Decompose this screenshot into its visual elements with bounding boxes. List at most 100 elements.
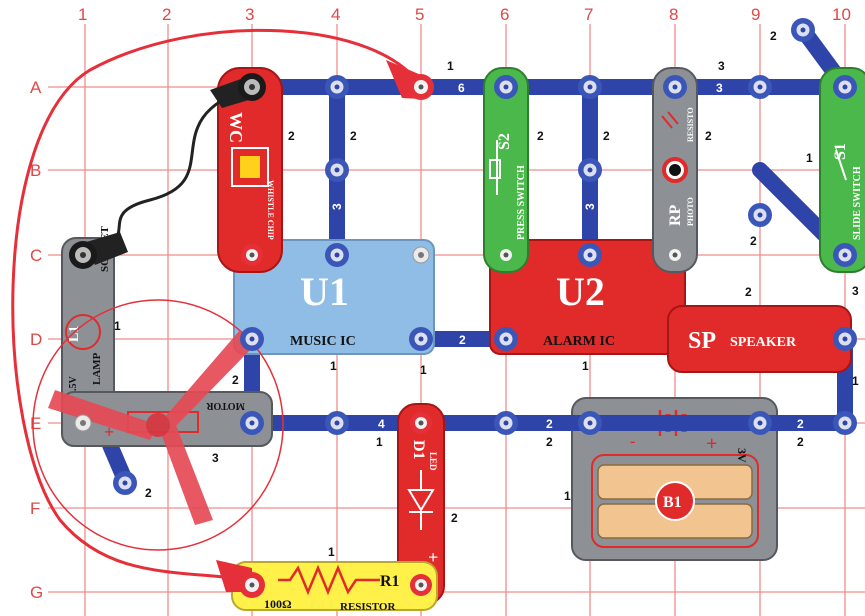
label-col7: 2: [603, 129, 610, 143]
label-e-4: 4: [378, 417, 385, 431]
label-base-c1: 1: [420, 363, 427, 377]
label-rt1: 1: [852, 374, 859, 388]
label-corner: 2: [770, 29, 777, 43]
label-motor3: 3: [212, 451, 219, 465]
label-c2: 2: [750, 234, 757, 248]
terminal-e7: [578, 411, 602, 435]
battery-rating: 3V: [735, 448, 749, 463]
terminal-a3: [238, 73, 266, 101]
u1-code: U1: [300, 269, 349, 314]
terminal-c8: [664, 244, 686, 266]
resistor-value: 100Ω: [264, 597, 292, 611]
terminal-d10: [833, 327, 857, 351]
label-rp: 2: [705, 129, 712, 143]
terminal-e1: [75, 415, 91, 431]
col-label-7: 7: [584, 5, 593, 24]
terminal-e4: [325, 411, 349, 435]
terminal-e9: [748, 411, 772, 435]
terminal-c6: [495, 244, 517, 266]
terminal-d6: [494, 327, 518, 351]
resistor-name: RESISTOR: [340, 601, 396, 613]
label-wc: 2: [288, 129, 295, 143]
u1-name: MUSIC IC: [290, 334, 356, 349]
terminal-b7: [578, 158, 602, 182]
terminal-a5: [408, 74, 434, 100]
led-plus: +: [423, 552, 443, 562]
col-label-2: 2: [162, 5, 171, 24]
label-e-2a: 2: [546, 417, 553, 431]
photoresistor-name-b: RESISTO: [686, 107, 695, 142]
terminal-a6: [494, 75, 518, 99]
terminal-e6: [494, 411, 518, 435]
label-sp: 2: [745, 285, 752, 299]
col-label-8: 8: [669, 5, 678, 24]
col-label-10: 10: [832, 5, 851, 24]
col-label-6: 6: [500, 5, 509, 24]
label-col7b: 3: [583, 203, 597, 210]
terminal-g5: [410, 574, 432, 596]
label-d-1: 1: [114, 319, 121, 333]
battery-code: B1: [663, 494, 682, 511]
label-motor: 2: [232, 373, 239, 387]
row-label-C: C: [30, 246, 42, 265]
label-f-1: 1: [564, 489, 571, 503]
terminal-c4: [325, 243, 349, 267]
label-u2-1: 1: [582, 359, 589, 373]
col-label-5: 5: [415, 5, 424, 24]
col-label-9: 9: [751, 5, 760, 24]
terminal-e10: [833, 411, 857, 435]
label-led: 2: [451, 511, 458, 525]
terminal-d5: [409, 327, 433, 351]
label-a-3b: 3: [716, 81, 723, 95]
col-label-4: 4: [331, 5, 340, 24]
label-base-c2: 2: [145, 486, 152, 500]
resistor-code: R1: [380, 573, 400, 590]
col-label-1: 1: [78, 5, 87, 24]
photoresistor-name-a: PHOTO: [686, 197, 695, 226]
row-label-A: A: [30, 78, 42, 97]
label-base-c8: 1: [330, 359, 337, 373]
terminal-c7: [578, 243, 602, 267]
label-e-1: 1: [376, 435, 383, 449]
battery-minus: -: [630, 433, 635, 450]
whistle-code: WC: [226, 112, 246, 143]
speaker-code: SP: [688, 328, 716, 354]
terminal-g3: [239, 572, 265, 598]
speaker-sp: SP SPEAKER: [668, 306, 851, 372]
label-col4: 2: [350, 129, 357, 143]
terminal-a9: [748, 75, 772, 99]
speaker-name: SPEAKER: [730, 335, 797, 350]
label-a-3a: 3: [718, 59, 725, 73]
lamp-name: LAMP: [91, 352, 103, 385]
label-e-2c: 2: [797, 417, 804, 431]
terminal-e5: [410, 412, 432, 434]
row-label-G: G: [30, 583, 43, 602]
label-e-2b: 2: [546, 435, 553, 449]
slide-switch-name: SLIDE SWITCH: [852, 166, 863, 240]
terminal-d3: [240, 327, 264, 351]
terminal-top-9: [791, 18, 815, 42]
terminal-a10: [833, 75, 857, 99]
terminal-b9: [748, 203, 772, 227]
press-switch-code: S2: [496, 133, 513, 150]
row-label-F: F: [30, 499, 40, 518]
label-s1: 1: [806, 151, 813, 165]
terminal-e3: [240, 411, 264, 435]
terminal-b4: [325, 158, 349, 182]
label-rt: 3: [852, 284, 859, 298]
label-g-1: 1: [328, 545, 335, 559]
terminal-c5: [413, 247, 429, 263]
battery-plus: +: [706, 433, 717, 455]
label-col4b: 3: [330, 203, 344, 210]
label-e-2d: 2: [797, 435, 804, 449]
slide-switch-code: S1: [832, 143, 849, 160]
terminal-f2: [113, 471, 137, 495]
u2-name: ALARM IC: [543, 334, 615, 349]
label-s2: 2: [537, 129, 544, 143]
whistle-name: WHISTLE CHIP: [266, 180, 275, 240]
label-a-1: 1: [447, 59, 454, 73]
terminal-a7: [578, 75, 602, 99]
terminal-a4: [325, 75, 349, 99]
row-label-D: D: [30, 330, 42, 349]
